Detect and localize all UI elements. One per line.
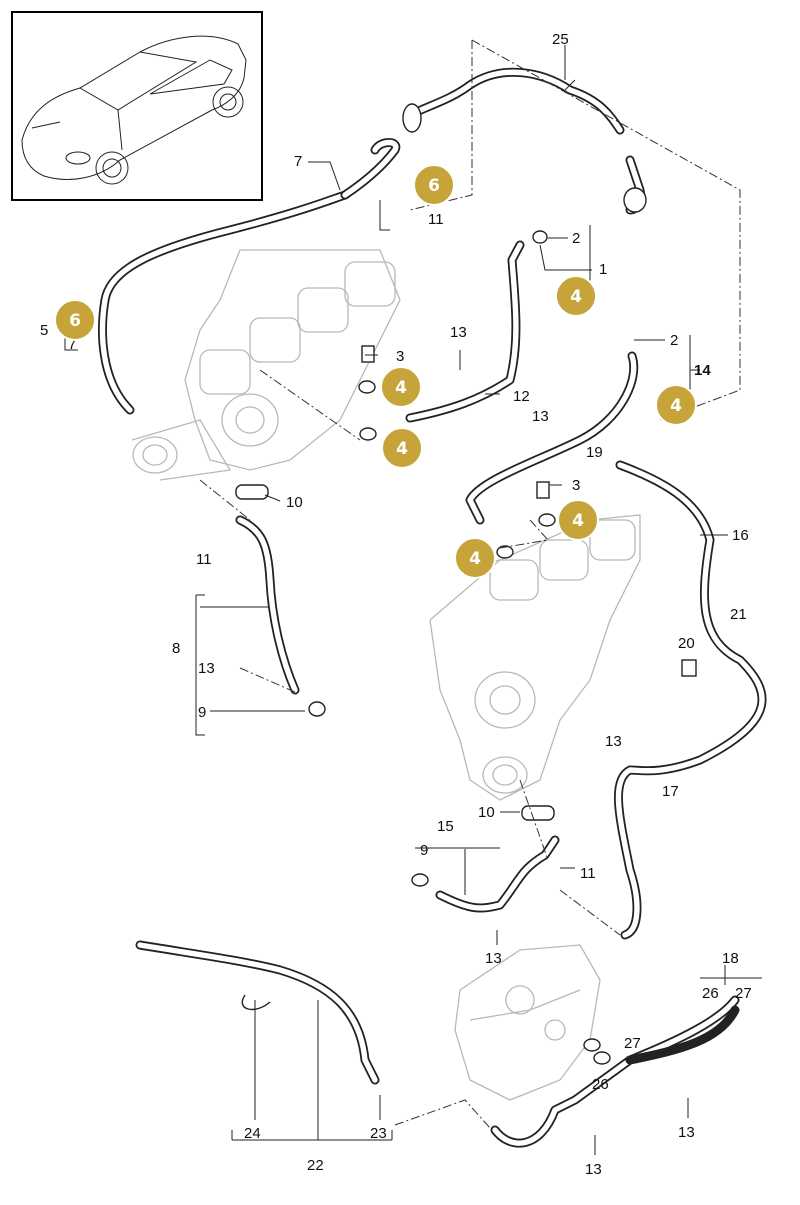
- callout-3-right: 3: [572, 477, 580, 494]
- leader-lines: [64, 45, 762, 1155]
- callout-9-lower: 9: [420, 842, 428, 859]
- badge-4-a: 4: [555, 275, 597, 317]
- callout-13-d: 13: [605, 733, 622, 750]
- callout-12: 12: [513, 388, 530, 405]
- svg-text:4: 4: [670, 396, 682, 416]
- callout-21: 21: [730, 606, 747, 623]
- svg-text:6: 6: [69, 311, 81, 331]
- callout-13-b: 13: [532, 408, 549, 425]
- callout-25: 25: [552, 31, 569, 48]
- callout-7-top: 7: [294, 153, 302, 170]
- callout-13-c: 13: [198, 660, 215, 677]
- callout-11-left: 11: [196, 551, 212, 568]
- svg-text:4: 4: [469, 549, 481, 569]
- callout-13-e: 13: [485, 950, 502, 967]
- callout-10-lower: 10: [478, 804, 495, 821]
- callout-17: 17: [662, 783, 679, 800]
- callout-13-f: 13: [678, 1124, 695, 1141]
- assembly-lines: [199, 39, 741, 1129]
- callout-9-left: 9: [198, 704, 206, 721]
- callout-27-lower: 27: [624, 1035, 641, 1052]
- svg-text:4: 4: [572, 511, 584, 531]
- callout-24: 24: [244, 1125, 261, 1142]
- callout-7-left: 7: [68, 336, 76, 353]
- badge-6-left: 6: [54, 299, 96, 341]
- callout-2-right: 2: [670, 332, 678, 349]
- callout-16: 16: [732, 527, 749, 544]
- engine-block-lower: [454, 944, 601, 1101]
- callout-19: 19: [586, 444, 603, 461]
- callout-3-left: 3: [396, 348, 404, 365]
- callout-10-left: 10: [286, 494, 303, 511]
- callout-20: 20: [678, 635, 695, 652]
- callout-13-g: 13: [585, 1161, 602, 1178]
- callout-11-top: 11: [428, 211, 444, 228]
- coolant-pipes: [98, 67, 767, 1148]
- callout-15: 15: [437, 818, 454, 835]
- badge-4-b: 4: [380, 366, 422, 408]
- callout-labels: 1 2 2 3 3 5 7 7 8 9 9 10 10 11 11 11 12 …: [40, 31, 752, 1178]
- callout-11-lower: 11: [580, 865, 596, 882]
- badge-4-f: 4: [454, 537, 496, 579]
- callout-1: 1: [599, 261, 607, 278]
- badge-4-d: 4: [655, 384, 697, 426]
- callout-27-top: 27: [735, 985, 752, 1002]
- callout-22: 22: [307, 1157, 324, 1174]
- svg-text:4: 4: [570, 287, 582, 307]
- turbocharger-right: [429, 514, 641, 801]
- badge-4-c: 4: [381, 427, 423, 469]
- badge-4-e: 4: [557, 499, 599, 541]
- callout-2-upper: 2: [572, 230, 580, 247]
- callout-18: 18: [722, 950, 739, 967]
- car-thumbnail: [11, 11, 263, 201]
- callout-23: 23: [370, 1125, 387, 1142]
- turbocharger-left: [131, 249, 401, 481]
- callout-14: 14: [694, 362, 711, 379]
- badge-6-top: 6: [413, 164, 455, 206]
- callout-5: 5: [40, 322, 48, 339]
- svg-text:4: 4: [396, 439, 408, 459]
- callout-13-a: 13: [450, 324, 467, 341]
- small-parts: [235, 103, 697, 1065]
- callout-8: 8: [172, 640, 180, 657]
- svg-text:6: 6: [428, 176, 440, 196]
- callout-26-lower: 26: [592, 1076, 609, 1093]
- svg-text:4: 4: [395, 378, 407, 398]
- callout-26-top: 26: [702, 985, 719, 1002]
